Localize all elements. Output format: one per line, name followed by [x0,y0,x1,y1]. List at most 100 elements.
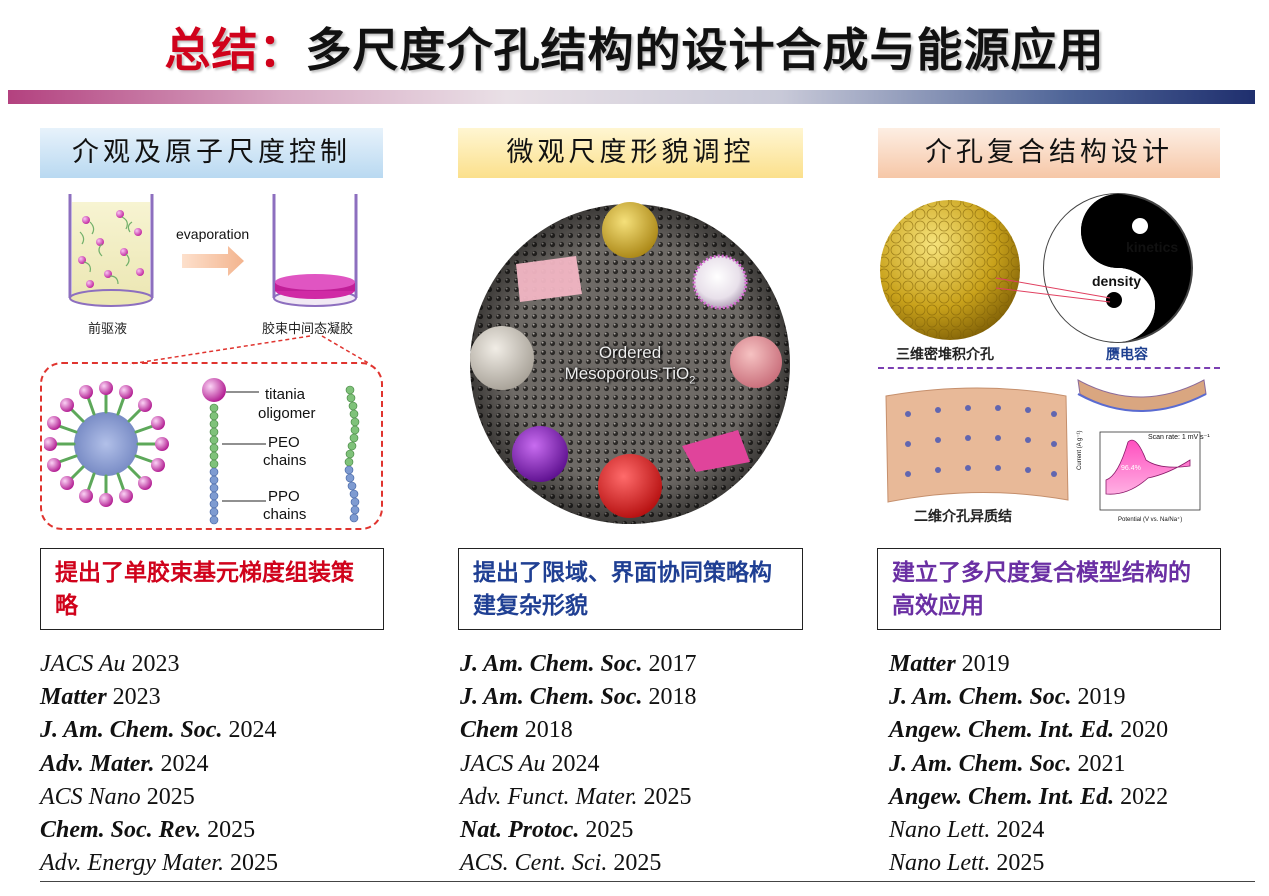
publication-year: 2017 [648,651,697,677]
title-gradient-bar [8,90,1255,104]
publication-year: 2019 [961,651,1010,677]
reference-item: J. Am. Chem. Soc. 2019 [889,681,1168,714]
heterojunction-caption: 二维介孔异质结 [914,509,1012,525]
publication-year: 2025 [146,783,195,810]
reference-item: Angew. Chem. Int. Ed. 2020 [889,714,1168,747]
title-text: 多尺度介孔结构的设计合成与能源应用 [305,23,1105,77]
peo-label-2: chains [263,452,307,469]
reference-item: J. Am. Chem. Soc. 2024 [40,714,278,747]
reference-item: Adv. Funct. Mater. 2025 [460,781,696,814]
journal-name: JACS Au [40,651,126,677]
pseudocapacitance-caption: 赝电容 [1106,347,1148,363]
journal-name: Adv. Funct. Mater. [460,783,638,810]
publication-year: 2025 [613,850,662,877]
cv-ylabel: Current (A g⁻¹) [1077,430,1083,470]
publication-year: 2019 [1077,684,1126,711]
peo-label-1: PEO [268,434,300,451]
tio2-label-sub: 2 [689,374,696,387]
publication-year: 2020 [1120,717,1169,744]
reference-item: Adv. Mater. 2024 [40,748,278,781]
publication-year: 2024 [996,817,1045,844]
journal-name: J. Am. Chem. Soc. [460,684,643,711]
journal-name: Adv. Energy Mater. [40,850,224,877]
journal-name: ACS. Cent. Sci. [460,850,608,877]
reference-item: ACS Nano 2025 [40,781,278,814]
journal-name: Matter [889,651,956,677]
hollow-sphere [692,254,748,310]
publication-year: 2025 [229,850,278,877]
publication-year: 2018 [524,717,573,744]
journal-name: Angew. Chem. Int. Ed. [889,717,1115,744]
cv-percent: 96.4% [1121,465,1141,472]
journal-name: J. Am. Chem. Soc. [889,684,1072,711]
wavy-chain [344,385,360,523]
reference-item: JACS Au 2024 [460,748,696,781]
micelle-icon [44,381,169,507]
evaporation-figure [68,194,358,307]
publication-year: 2025 [207,817,256,844]
publication-year: 2023 [131,651,180,677]
ppo-label-2: chains [263,506,307,523]
pink-porous-sphere [730,336,782,388]
reference-item: Nat. Protoc. 2025 [460,814,696,847]
section3-divider [878,367,1220,369]
reference-item: J. Am. Chem. Soc. 2017 [460,648,696,681]
reference-item: Matter 2023 [40,681,278,714]
reference-item: ACS. Cent. Sci. 2025 [460,847,696,880]
density-label: density [1092,273,1142,289]
tio2-label-line1: Ordered [598,343,662,362]
titania-label-1: titania [265,386,306,403]
reference-item: Nano Lett. 2025 [889,847,1168,880]
beaker-precursor [68,194,154,307]
reference-item: J. Am. Chem. Soc. 2021 [889,748,1168,781]
publication-year: 2024 [551,750,600,777]
titania-label-2: oligomer [258,405,316,422]
bottom-rule [40,881,1255,882]
publication-year: 2021 [1077,750,1126,777]
journal-name: J. Am. Chem. Soc. [40,717,223,744]
journal-name: Matter [40,684,107,711]
tio2-label-line2: Mesoporous TiO2 [540,363,720,391]
magenta-sheet [682,430,750,472]
publication-year: 2022 [1120,783,1169,810]
kinetics-label: kinetics [1126,239,1179,255]
gel-caption: 胶束中间态凝胶 [262,322,354,337]
journal-name: JACS Au [460,750,546,777]
reference-item: Chem. Soc. Rev. 2025 [40,814,278,847]
yin-yang-icon [995,193,1193,343]
bent-sheet [1077,379,1207,412]
precursor-caption: 前驱液 [88,322,128,337]
reference-item: Angew. Chem. Int. Ed. 2022 [889,781,1168,814]
cv-xlabel: Potential (V vs. Na/Na⁺) [1118,517,1183,523]
publication-year: 2023 [112,684,161,711]
mesoporous-tio2-figure [470,202,790,524]
micelle-detail-box [40,362,383,530]
micelle-diagram [44,378,360,525]
section-heading-1: 介观及原子尺度控制 [40,128,383,178]
sphere-caption: 三维密堆积介孔 [896,347,994,363]
cv-scan-rate: Scan rate: 1 mV s⁻¹ [1148,434,1210,441]
section-heading-3: 介孔复合结构设计 [878,128,1220,178]
publication-year: 2024 [228,717,277,744]
zoom-connector [129,335,371,365]
reference-item: Adv. Energy Mater. 2025 [40,847,278,880]
tio2-center-label: Ordered Mesoporous TiO2 [540,342,720,391]
summary-box-1: 提出了单胶束基元梯度组装策略 [40,548,384,630]
publication-year: 2024 [160,750,209,777]
red-sphere [598,454,662,518]
journal-name: Nano Lett. [889,817,991,844]
publication-year: 2018 [648,684,697,711]
journal-name: J. Am. Chem. Soc. [889,750,1072,777]
title-highlight: 总结： [164,23,306,77]
page-title: 总结：多尺度介孔结构的设计合成与能源应用 [0,14,1269,80]
reference-item: Nano Lett. 2024 [889,814,1168,847]
tio2-label-main: Mesoporous TiO [564,364,690,383]
journal-name: Nat. Protoc. [460,817,580,844]
summary-box-3: 建立了多尺度复合模型结构的高效应用 [877,548,1221,630]
publication-year: 2025 [996,850,1045,877]
pink-sheet [516,256,582,302]
cv-plot [1099,431,1201,511]
